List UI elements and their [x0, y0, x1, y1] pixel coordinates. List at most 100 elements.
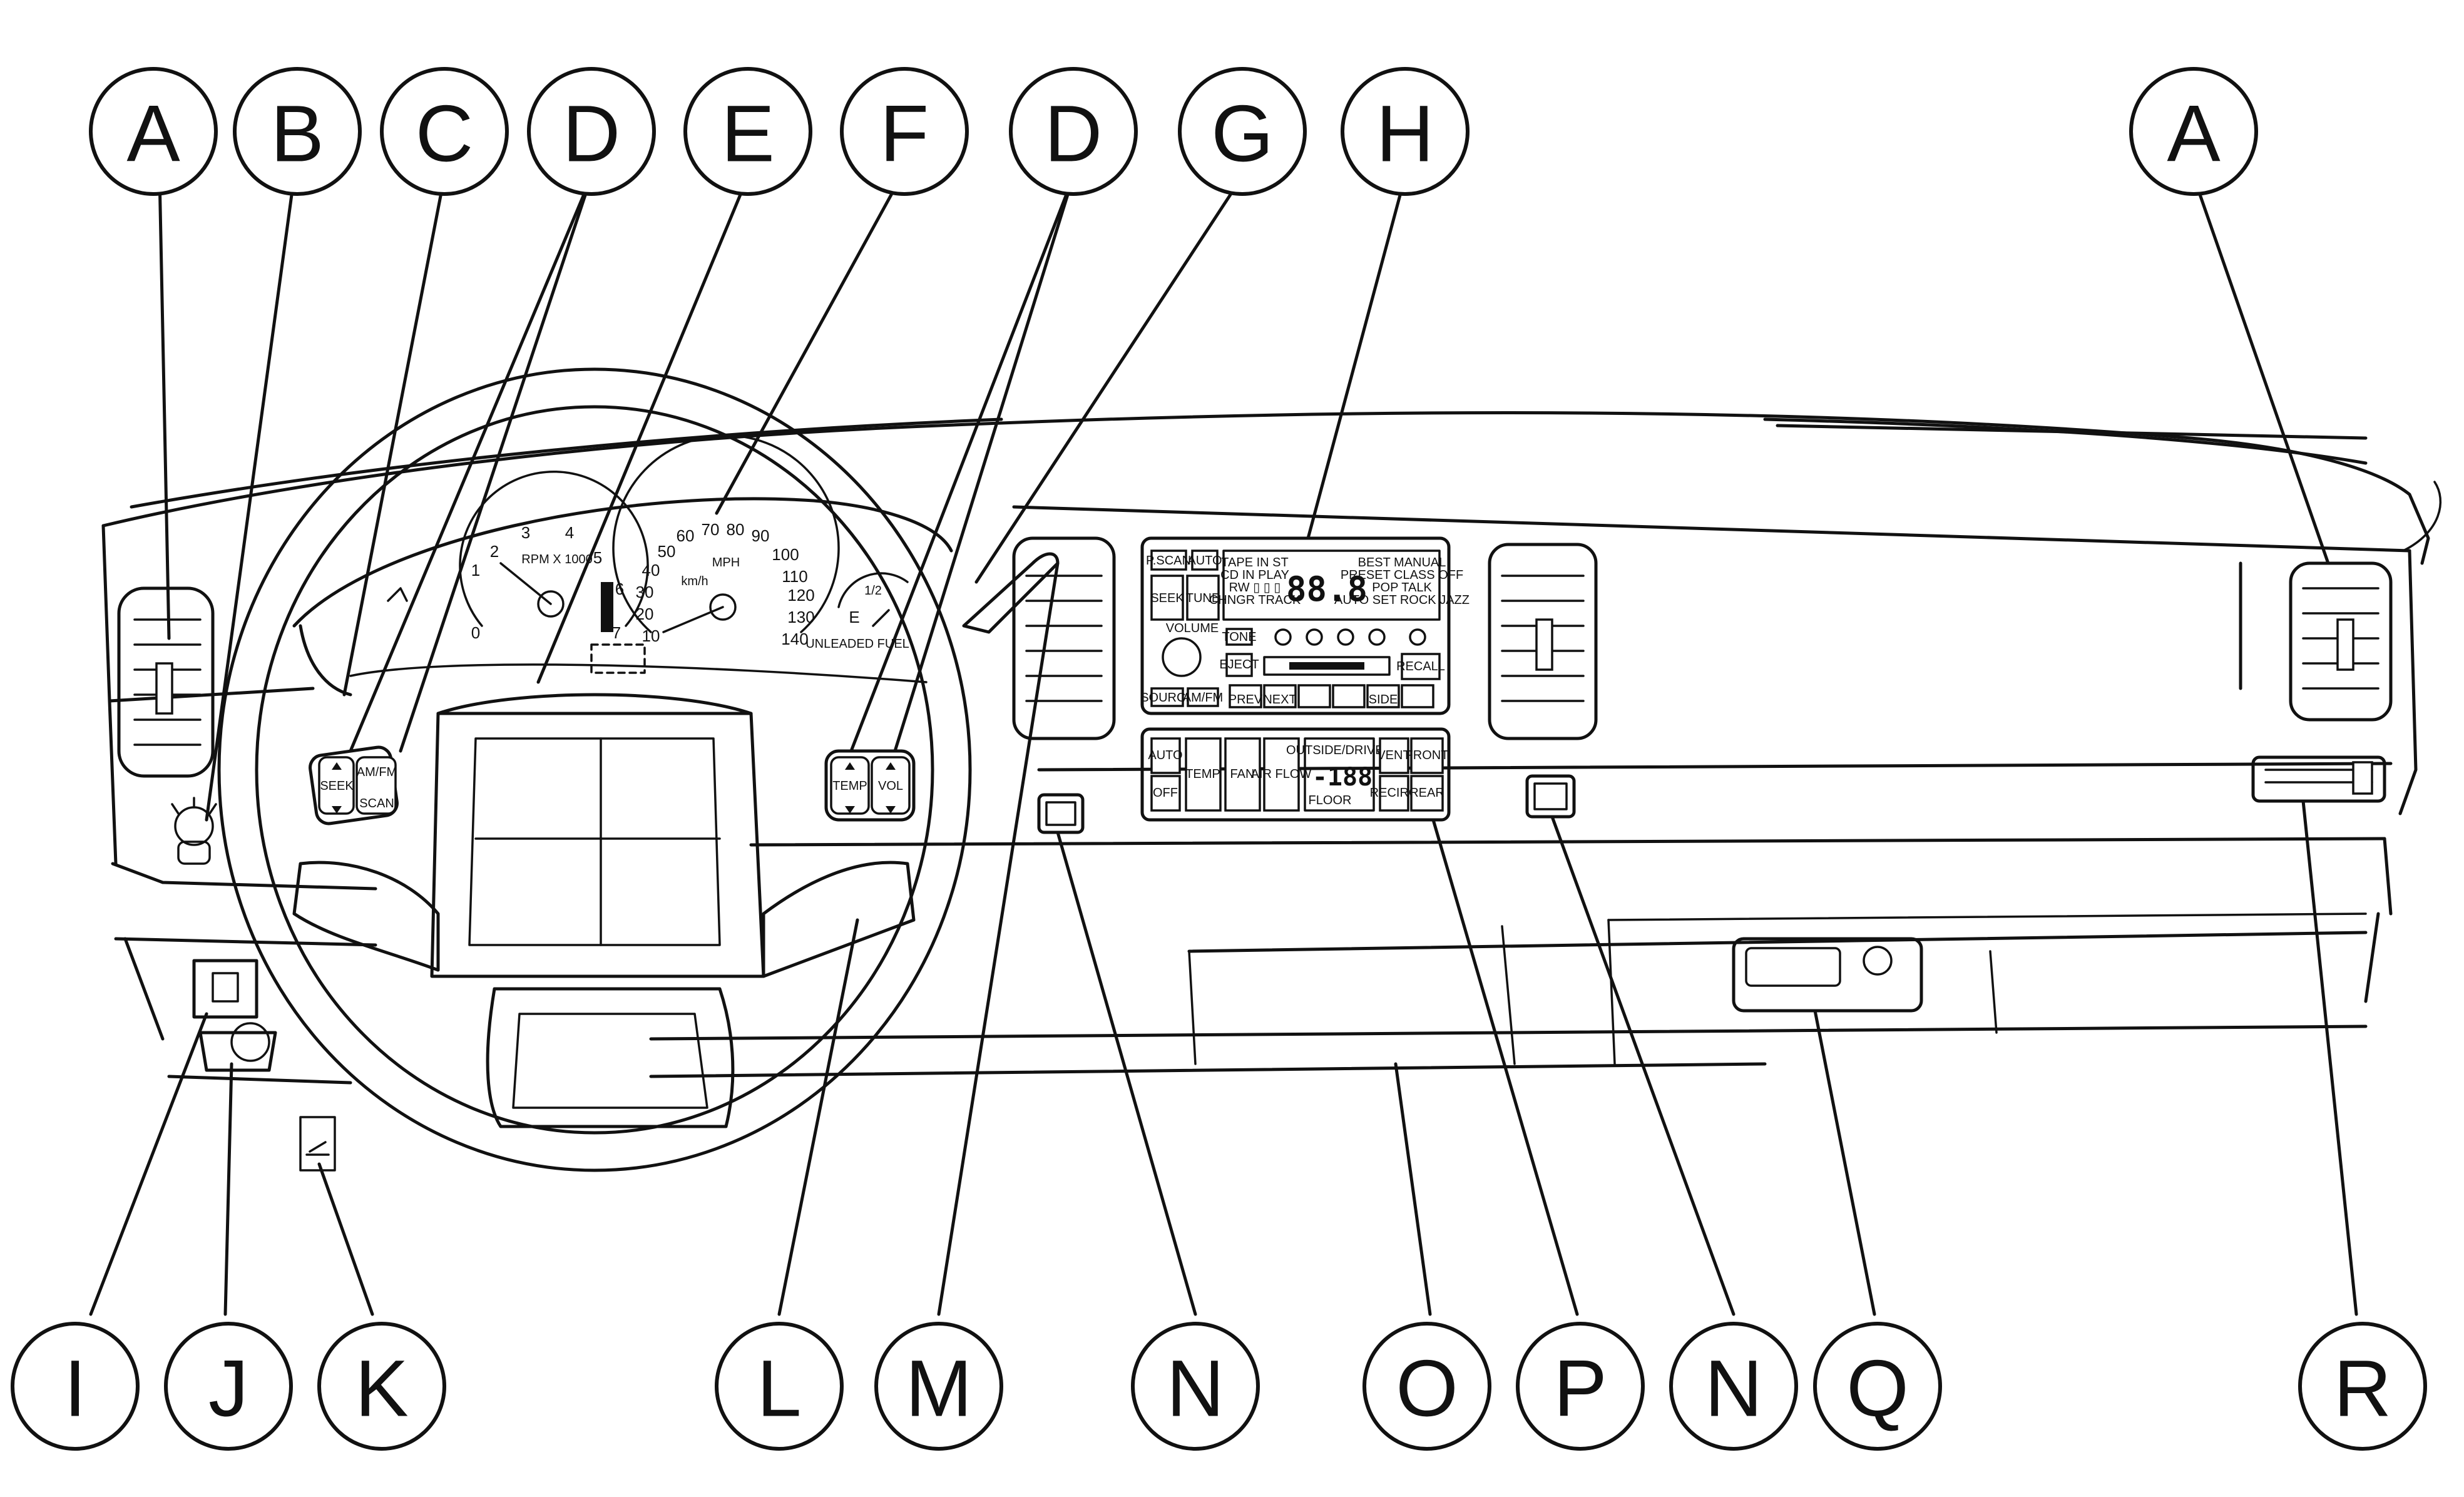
speed-tick-110: 110 [782, 567, 807, 586]
callout-f: F [840, 67, 969, 196]
interior-lamp-switch[interactable] [192, 959, 258, 1019]
tach-tick-5: 5 [593, 548, 602, 567]
climate-front-label: FRONT [1406, 749, 1449, 762]
right-vent [2289, 561, 2393, 722]
callout-r-label: R [2334, 1344, 2391, 1434]
leader-lines [89, 175, 2358, 1316]
callout-o-label: O [1396, 1344, 1458, 1434]
speed-tick-30: 30 [636, 583, 654, 601]
pscan-label: P.SCAN [1146, 554, 1191, 568]
callout-q: Q [1813, 1322, 1942, 1451]
climate-recirc-button[interactable] [1379, 775, 1409, 812]
cigar-lighter[interactable] [198, 1031, 277, 1072]
climate-off-button[interactable] [1150, 775, 1181, 812]
callout-k: K [317, 1322, 446, 1451]
tach-tick-7: 7 [612, 623, 621, 642]
next-label: NEXT [1263, 693, 1296, 707]
side-button[interactable] [1366, 684, 1400, 708]
radio-display-right-2: POP TALK [1372, 581, 1432, 595]
amfm-scan-button[interactable] [355, 756, 397, 815]
fast-forward-button[interactable] [1332, 684, 1366, 708]
callout-i: I [11, 1322, 140, 1451]
fuel-gauge: E 1/2 UNLEADED FUEL [805, 572, 909, 651]
climate-rear-label: REAR [1409, 786, 1444, 800]
climate-vent-label: VENT [1377, 749, 1410, 762]
next-button[interactable] [1263, 684, 1297, 708]
rewind-button[interactable] [1297, 684, 1331, 708]
radio-display [1222, 549, 1441, 621]
climate-rear-button[interactable] [1410, 775, 1444, 812]
radio-amfm-button[interactable] [1187, 687, 1219, 707]
seek-radio-button[interactable] [1150, 575, 1184, 621]
climate-off-label: OFF [1153, 786, 1178, 800]
climate-recirc-label: RECIRC [1370, 786, 1418, 800]
climate-front-button[interactable] [1410, 737, 1444, 774]
turn-signal-lever[interactable] [962, 552, 1060, 634]
callout-n-left: N [1131, 1322, 1260, 1451]
callout-l: L [715, 1322, 844, 1451]
center-right-vent-adjuster[interactable] [1535, 618, 1553, 671]
pscan-button[interactable] [1150, 549, 1187, 571]
speed-tick-120: 120 [787, 586, 814, 605]
tachometer-label: RPM X 1000 [521, 553, 592, 566]
seek-button[interactable] [318, 756, 355, 815]
steering-controls-right: TEMP VOL [824, 749, 916, 822]
auto-label: AUTO [1187, 554, 1222, 568]
callout-m-label: M [906, 1344, 973, 1434]
steering-controls-left: SEEK AM/FM SCAN [309, 745, 399, 825]
callout-j-label: J [208, 1344, 248, 1434]
climate-airflow-button[interactable] [1263, 737, 1300, 812]
callout-h: H [1341, 67, 1470, 196]
speedometer: MPH km/h 10 20 30 40 50 60 70 80 90 100 … [590, 434, 840, 674]
callout-d-right-label: D [1045, 89, 1102, 179]
speed-tick-90: 90 [752, 526, 770, 545]
glove-box-latch[interactable] [1732, 937, 1923, 1013]
hood-release[interactable] [299, 1116, 336, 1172]
climate-auto-button[interactable] [1150, 737, 1181, 774]
climate-fan-button[interactable] [1224, 737, 1261, 812]
callout-g-label: G [1211, 89, 1274, 179]
auto-button[interactable] [1191, 549, 1219, 571]
stop-button[interactable] [1401, 684, 1434, 708]
scan-label: SCAN [359, 797, 394, 810]
tune-button[interactable] [1186, 575, 1220, 621]
prev-label: PREV [1229, 693, 1263, 707]
right-vent-adjuster[interactable] [2336, 618, 2354, 671]
climate-display-bottom: FLOOR [1309, 794, 1352, 807]
climate-temp-button[interactable] [1185, 737, 1222, 812]
climate-vent-button[interactable] [1379, 737, 1409, 774]
cassette-slot[interactable] [1263, 656, 1391, 676]
radio-display-left-1: CD IN PLAY [1220, 568, 1289, 582]
dashboard-outline [101, 411, 2442, 1085]
fuel-caption: UNLEADED FUEL [805, 637, 909, 651]
left-vent [117, 586, 215, 778]
eject-button[interactable] [1225, 653, 1253, 677]
callout-j: J [164, 1322, 293, 1451]
left-vent-adjuster[interactable] [155, 662, 173, 715]
fuel-half-label: 1/2 [864, 584, 882, 598]
source-button[interactable] [1150, 687, 1184, 707]
volume-knob[interactable] [1162, 637, 1202, 677]
prev-button[interactable] [1229, 684, 1262, 708]
callout-n-right-label: N [1705, 1344, 1762, 1434]
source-label: SOURCE [1140, 691, 1194, 705]
lower-right-vent [2251, 755, 2386, 803]
recall-button[interactable] [1401, 653, 1441, 680]
callout-b: B [233, 67, 362, 196]
climate-display [1304, 737, 1375, 812]
radio-display-right-0: BEST MANUAL [1358, 556, 1446, 570]
climate-temp-label: TEMP [1185, 767, 1220, 781]
callout-q-label: Q [1846, 1344, 1909, 1434]
callout-c: C [380, 67, 509, 196]
callout-e-label: E [721, 89, 774, 179]
seek-label: SEEK [320, 779, 354, 793]
callout-p-label: P [1553, 1344, 1607, 1434]
callout-a-right: A [2129, 67, 2258, 196]
tone-button[interactable] [1225, 628, 1253, 646]
lower-right-vent-adjuster[interactable] [2352, 761, 2373, 795]
callout-h-label: H [1376, 89, 1434, 179]
callout-l-label: L [757, 1344, 801, 1434]
headlamp-switch[interactable] [171, 797, 217, 865]
